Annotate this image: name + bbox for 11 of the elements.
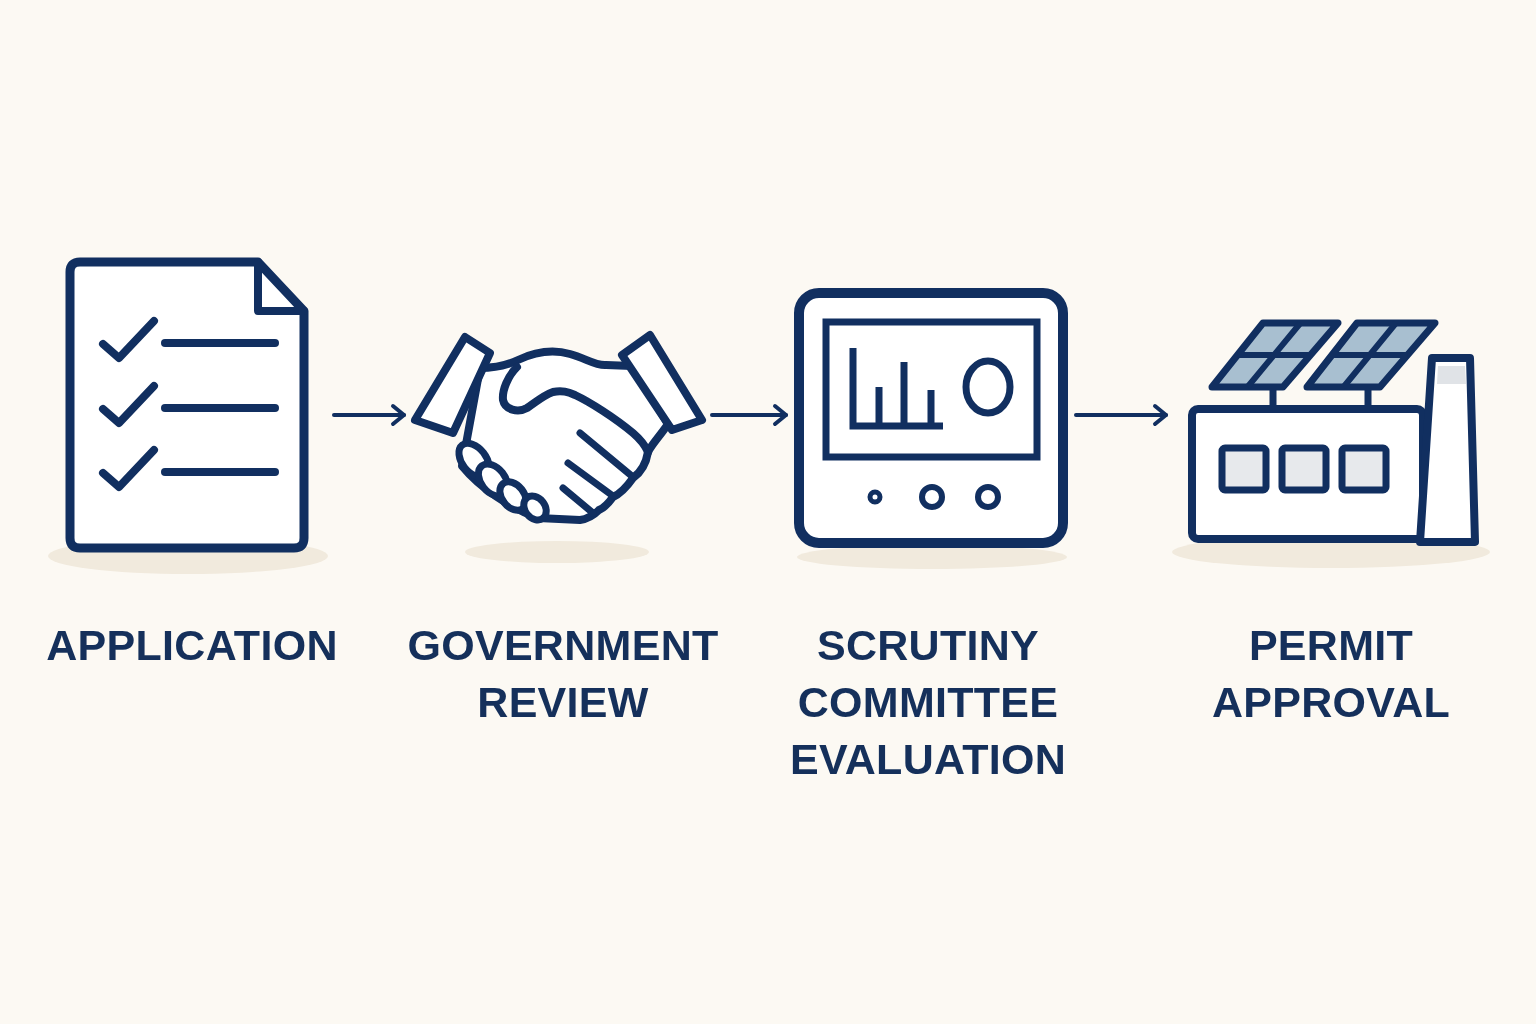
step-label: APPLICATION [46,620,338,671]
solar-factory-drawing [1172,318,1490,568]
checklist-document-drawing [48,255,328,574]
step-label: PERMIT APPROVAL [1210,620,1452,728]
arrow [332,404,406,426]
step-label: GOVERNMENT REVIEW [406,620,720,728]
handshake-drawing [410,328,706,563]
arrow [710,404,788,426]
step-label: SCRUTINY COMMITTEE EVALUATION [788,620,1068,785]
dashboard-monitor-drawing [792,286,1070,569]
arrow [1074,404,1168,426]
